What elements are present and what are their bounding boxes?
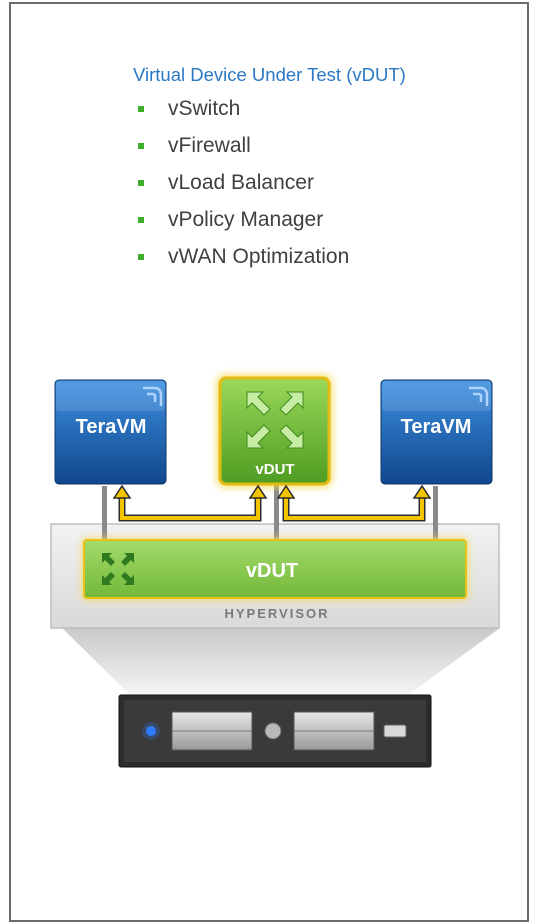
vdut-bar-label: vDUT bbox=[246, 560, 298, 582]
arrow-up-icon bbox=[276, 484, 296, 499]
bullet-marker bbox=[138, 106, 144, 112]
bullet-item: vSwitch bbox=[135, 94, 349, 131]
power-led-icon bbox=[146, 726, 156, 736]
vdut-bar-arrows-icon bbox=[102, 553, 134, 585]
connector-pole-right bbox=[433, 486, 438, 546]
vdut-center-label: vDUT bbox=[255, 461, 294, 478]
teravm-left-label: TeraVM bbox=[76, 416, 147, 438]
bullet-item: vPolicy Manager bbox=[135, 205, 349, 242]
bullet-label: vLoad Balancer bbox=[168, 171, 314, 194]
bullet-marker bbox=[138, 143, 144, 149]
bullet-label: vSwitch bbox=[168, 97, 241, 120]
vdut-bar bbox=[83, 539, 467, 599]
teravm-logo-icon bbox=[469, 386, 489, 406]
teravm-logo-icon bbox=[143, 386, 163, 406]
title-heading: Virtual Device Under Test (vDUT) bbox=[133, 64, 406, 85]
vdut-center-arrows-icon bbox=[246, 391, 304, 449]
bullet-item: vFirewall bbox=[135, 131, 349, 168]
arrow-up-icon bbox=[248, 484, 268, 499]
connector-pole-left bbox=[102, 486, 107, 546]
bullet-item: vLoad Balancer bbox=[135, 168, 349, 205]
bullet-label: vFirewall bbox=[168, 134, 251, 157]
bullet-marker bbox=[138, 254, 144, 260]
bullet-label: vWAN Optimization bbox=[168, 245, 350, 268]
bullet-label: vPolicy Manager bbox=[168, 208, 324, 231]
teravm-box-right bbox=[380, 379, 493, 485]
bullet-marker bbox=[138, 217, 144, 223]
hypervisor-label: HYPERVISOR bbox=[224, 606, 329, 621]
traffic-arrows bbox=[118, 496, 426, 522]
usb-port-icon bbox=[383, 724, 407, 738]
arrow-heads bbox=[112, 484, 432, 499]
server-button-icon bbox=[264, 722, 282, 740]
teravm-box-left bbox=[54, 379, 167, 485]
bullet-item: vWAN Optimization bbox=[135, 242, 349, 279]
arrow-up-icon bbox=[112, 484, 132, 499]
connector-pole-center bbox=[274, 485, 279, 545]
arrow-up-icon bbox=[412, 484, 432, 499]
projection-cone bbox=[62, 628, 500, 695]
vdut-bullet-list: vSwitch vFirewall vLoad Balancer vPolicy… bbox=[135, 94, 349, 279]
teravm-right-label: TeraVM bbox=[401, 416, 472, 438]
bullet-marker bbox=[138, 180, 144, 186]
